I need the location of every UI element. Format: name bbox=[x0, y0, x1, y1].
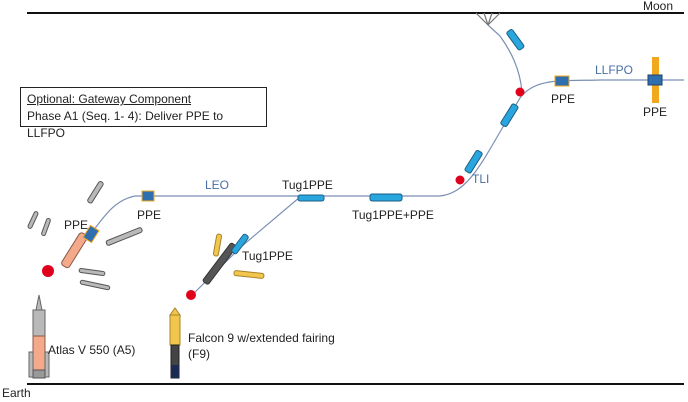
module-approach-icon bbox=[506, 29, 525, 51]
callout-text: Phase A1 (Seq. 1- 4): Deliver PPE to LLF… bbox=[27, 109, 224, 140]
lunar-antenna-icon bbox=[475, 12, 501, 26]
callout-title: Optional: Gateway Component bbox=[27, 92, 192, 106]
burn-marker-tli-icon bbox=[455, 175, 465, 185]
earth-label: Earth bbox=[2, 386, 31, 400]
ppe-leo-icon bbox=[141, 190, 155, 202]
module-mid-upper-icon bbox=[500, 103, 519, 128]
module-tug-ppe-icon bbox=[369, 193, 403, 202]
leo-label: LEO bbox=[205, 178, 230, 192]
falcon-vehicle-sublabel: (F9) bbox=[188, 347, 210, 361]
falcon-vehicle-label: Falcon 9 w/extended fairing bbox=[188, 331, 335, 345]
tli-label: TLI bbox=[472, 172, 490, 186]
ppe-lunar-icon bbox=[554, 75, 570, 87]
module-tug-leo-icon bbox=[297, 194, 325, 202]
tug-launch-label: Tug1PPE bbox=[242, 249, 293, 263]
llfpo-label: LLFPO bbox=[595, 63, 634, 77]
falcon-rocket-icon bbox=[169, 307, 181, 379]
burn-marker-lunar-icon bbox=[515, 87, 525, 97]
fairing-halves-icon bbox=[212, 233, 265, 279]
callout-box: Optional: Gateway Component Phase A1 (Se… bbox=[20, 87, 267, 140]
ppe-launch-label: PPE bbox=[64, 218, 89, 232]
ppe-leo-label: PPE bbox=[137, 208, 162, 222]
moon-label: Moon bbox=[643, 0, 674, 13]
module-mid-lower-icon bbox=[464, 149, 483, 174]
ppe-final-icon bbox=[647, 57, 663, 103]
tug-leo-label: Tug1PPE bbox=[282, 178, 333, 192]
jettison-debris-atlas-icon bbox=[27, 181, 143, 291]
leo-trajectory bbox=[89, 79, 684, 236]
falcon-ascent-stack-icon bbox=[186, 233, 249, 300]
tug-ppe-label: Tug1PPE+PPE bbox=[352, 208, 434, 222]
ppe-lunar-label: PPE bbox=[551, 92, 576, 106]
lunar-approach-trajectory bbox=[487, 24, 523, 93]
atlas-rocket-icon bbox=[28, 294, 50, 379]
atlas-ascent-stack-icon bbox=[42, 224, 100, 277]
atlas-vehicle-label: Atlas V 550 (A5) bbox=[48, 343, 136, 357]
ppe-final-label: PPE bbox=[643, 105, 668, 119]
